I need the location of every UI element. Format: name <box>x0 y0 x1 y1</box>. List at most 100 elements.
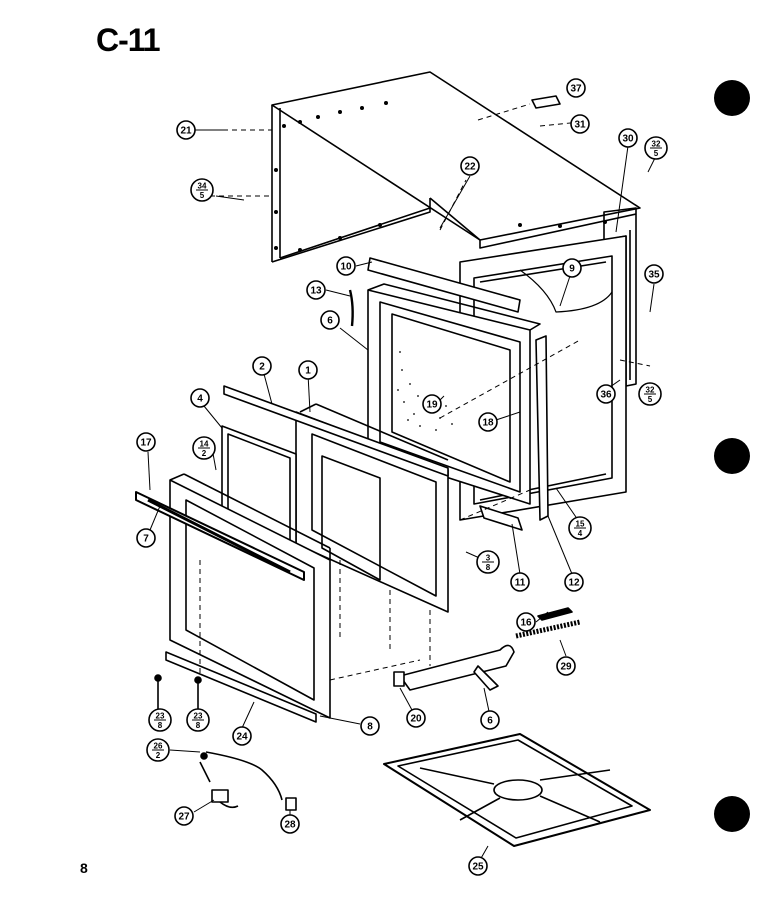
callout-30: 30 <box>618 128 638 148</box>
svg-text:14: 14 <box>200 440 209 449</box>
svg-text:27: 27 <box>178 812 190 823</box>
svg-text:37: 37 <box>570 84 582 95</box>
callout-17: 17 <box>136 432 156 452</box>
svg-text:15: 15 <box>576 520 585 529</box>
svg-text:21: 21 <box>180 126 192 137</box>
svg-text:11: 11 <box>515 578 526 589</box>
callout-3-8: 3 8 <box>476 550 500 574</box>
svg-text:29: 29 <box>560 662 572 673</box>
svg-text:34: 34 <box>198 182 207 191</box>
svg-text:36: 36 <box>600 390 612 401</box>
callout-24: 24 <box>232 726 252 746</box>
svg-text:7: 7 <box>143 534 149 545</box>
callout-6-frame: 6 <box>320 310 340 330</box>
svg-text:6: 6 <box>487 716 493 727</box>
svg-text:25: 25 <box>472 862 484 873</box>
svg-text:2: 2 <box>156 751 161 760</box>
callout-16: 16 <box>516 612 536 632</box>
svg-text:32: 32 <box>652 140 661 149</box>
callout-28: 28 <box>280 814 300 834</box>
drip-tray <box>383 733 651 847</box>
top-trim-strip <box>367 257 521 313</box>
callout-9: 9 <box>562 258 582 278</box>
cabinet-wrapper <box>271 71 641 263</box>
bottom-trim <box>479 505 523 531</box>
callout-23-8-left: 23 8 <box>148 708 172 732</box>
svg-text:28: 28 <box>284 820 296 831</box>
callout-15-4: 15 4 <box>568 516 592 540</box>
callout-14-2: 14 2 <box>192 436 216 460</box>
outer-door <box>169 473 331 719</box>
door-screws <box>154 674 202 710</box>
callout-32-5-top: 32 5 <box>644 136 668 160</box>
callout-7: 7 <box>136 528 156 548</box>
svg-text:10: 10 <box>340 262 352 273</box>
callout-25: 25 <box>468 856 488 876</box>
callout-35: 35 <box>644 264 664 284</box>
svg-text:18: 18 <box>482 418 494 429</box>
svg-text:1: 1 <box>305 366 311 377</box>
svg-text:2: 2 <box>202 449 207 458</box>
svg-text:19: 19 <box>426 400 438 411</box>
svg-text:23: 23 <box>156 712 165 721</box>
svg-text:6: 6 <box>327 316 333 327</box>
page-title: C-11 <box>96 22 161 58</box>
callout-1: 1 <box>298 360 318 380</box>
callout-29: 29 <box>556 656 576 676</box>
svg-text:8: 8 <box>158 721 163 730</box>
door-top-strip <box>223 385 449 477</box>
callout-31: 31 <box>570 114 590 134</box>
callout-21: 21 <box>176 120 196 140</box>
callout-19: 19 <box>422 394 442 414</box>
callout-12: 12 <box>564 572 584 592</box>
svg-text:2: 2 <box>259 362 265 373</box>
svg-text:5: 5 <box>200 191 205 200</box>
door-bottom-trim <box>165 651 317 723</box>
callout-22: 22 <box>460 156 480 176</box>
callout-8: 8 <box>360 716 380 736</box>
oven-front-frame <box>367 283 541 505</box>
callout-36: 36 <box>596 384 616 404</box>
svg-text:23: 23 <box>194 712 203 721</box>
callout-32-5-side: 32 5 <box>638 382 662 406</box>
svg-text:20: 20 <box>410 714 422 725</box>
screw-20 <box>393 671 405 687</box>
bracket-13 <box>348 289 354 327</box>
callout-13: 13 <box>306 280 326 300</box>
svg-text:4: 4 <box>578 529 583 538</box>
callout-11: 11 <box>510 572 530 592</box>
assembly-lines <box>196 103 651 681</box>
callout-18: 18 <box>478 412 498 432</box>
callout-26-2: 26 2 <box>146 738 170 762</box>
svg-text:26: 26 <box>154 742 163 751</box>
svg-text:13: 13 <box>310 286 322 297</box>
svg-text:17: 17 <box>140 438 152 449</box>
svg-text:3: 3 <box>486 554 491 563</box>
callout-10: 10 <box>336 256 356 276</box>
callout-4: 4 <box>190 388 210 408</box>
svg-text:8: 8 <box>367 722 373 733</box>
svg-text:8: 8 <box>196 721 201 730</box>
callout-34-5: 34 5 <box>190 178 214 202</box>
callout-23-8-right: 23 8 <box>186 708 210 732</box>
light-harness <box>199 751 297 811</box>
page-number: 8 <box>80 860 88 876</box>
svg-text:24: 24 <box>236 732 248 743</box>
svg-text:8: 8 <box>486 563 491 572</box>
callout-6-arm: 6 <box>480 710 500 730</box>
binder-holes <box>714 80 750 832</box>
callout-37: 37 <box>566 78 586 98</box>
callout-27: 27 <box>174 806 194 826</box>
svg-text:16: 16 <box>520 618 532 629</box>
svg-text:5: 5 <box>648 395 653 404</box>
svg-text:5: 5 <box>654 149 659 158</box>
svg-text:30: 30 <box>622 134 634 145</box>
svg-text:9: 9 <box>569 264 575 275</box>
hinge-arm <box>399 644 515 691</box>
svg-text:31: 31 <box>574 120 586 131</box>
svg-text:22: 22 <box>464 162 476 173</box>
leader-lines <box>147 129 657 861</box>
callout-2: 2 <box>252 356 272 376</box>
callout-20: 20 <box>406 708 426 728</box>
